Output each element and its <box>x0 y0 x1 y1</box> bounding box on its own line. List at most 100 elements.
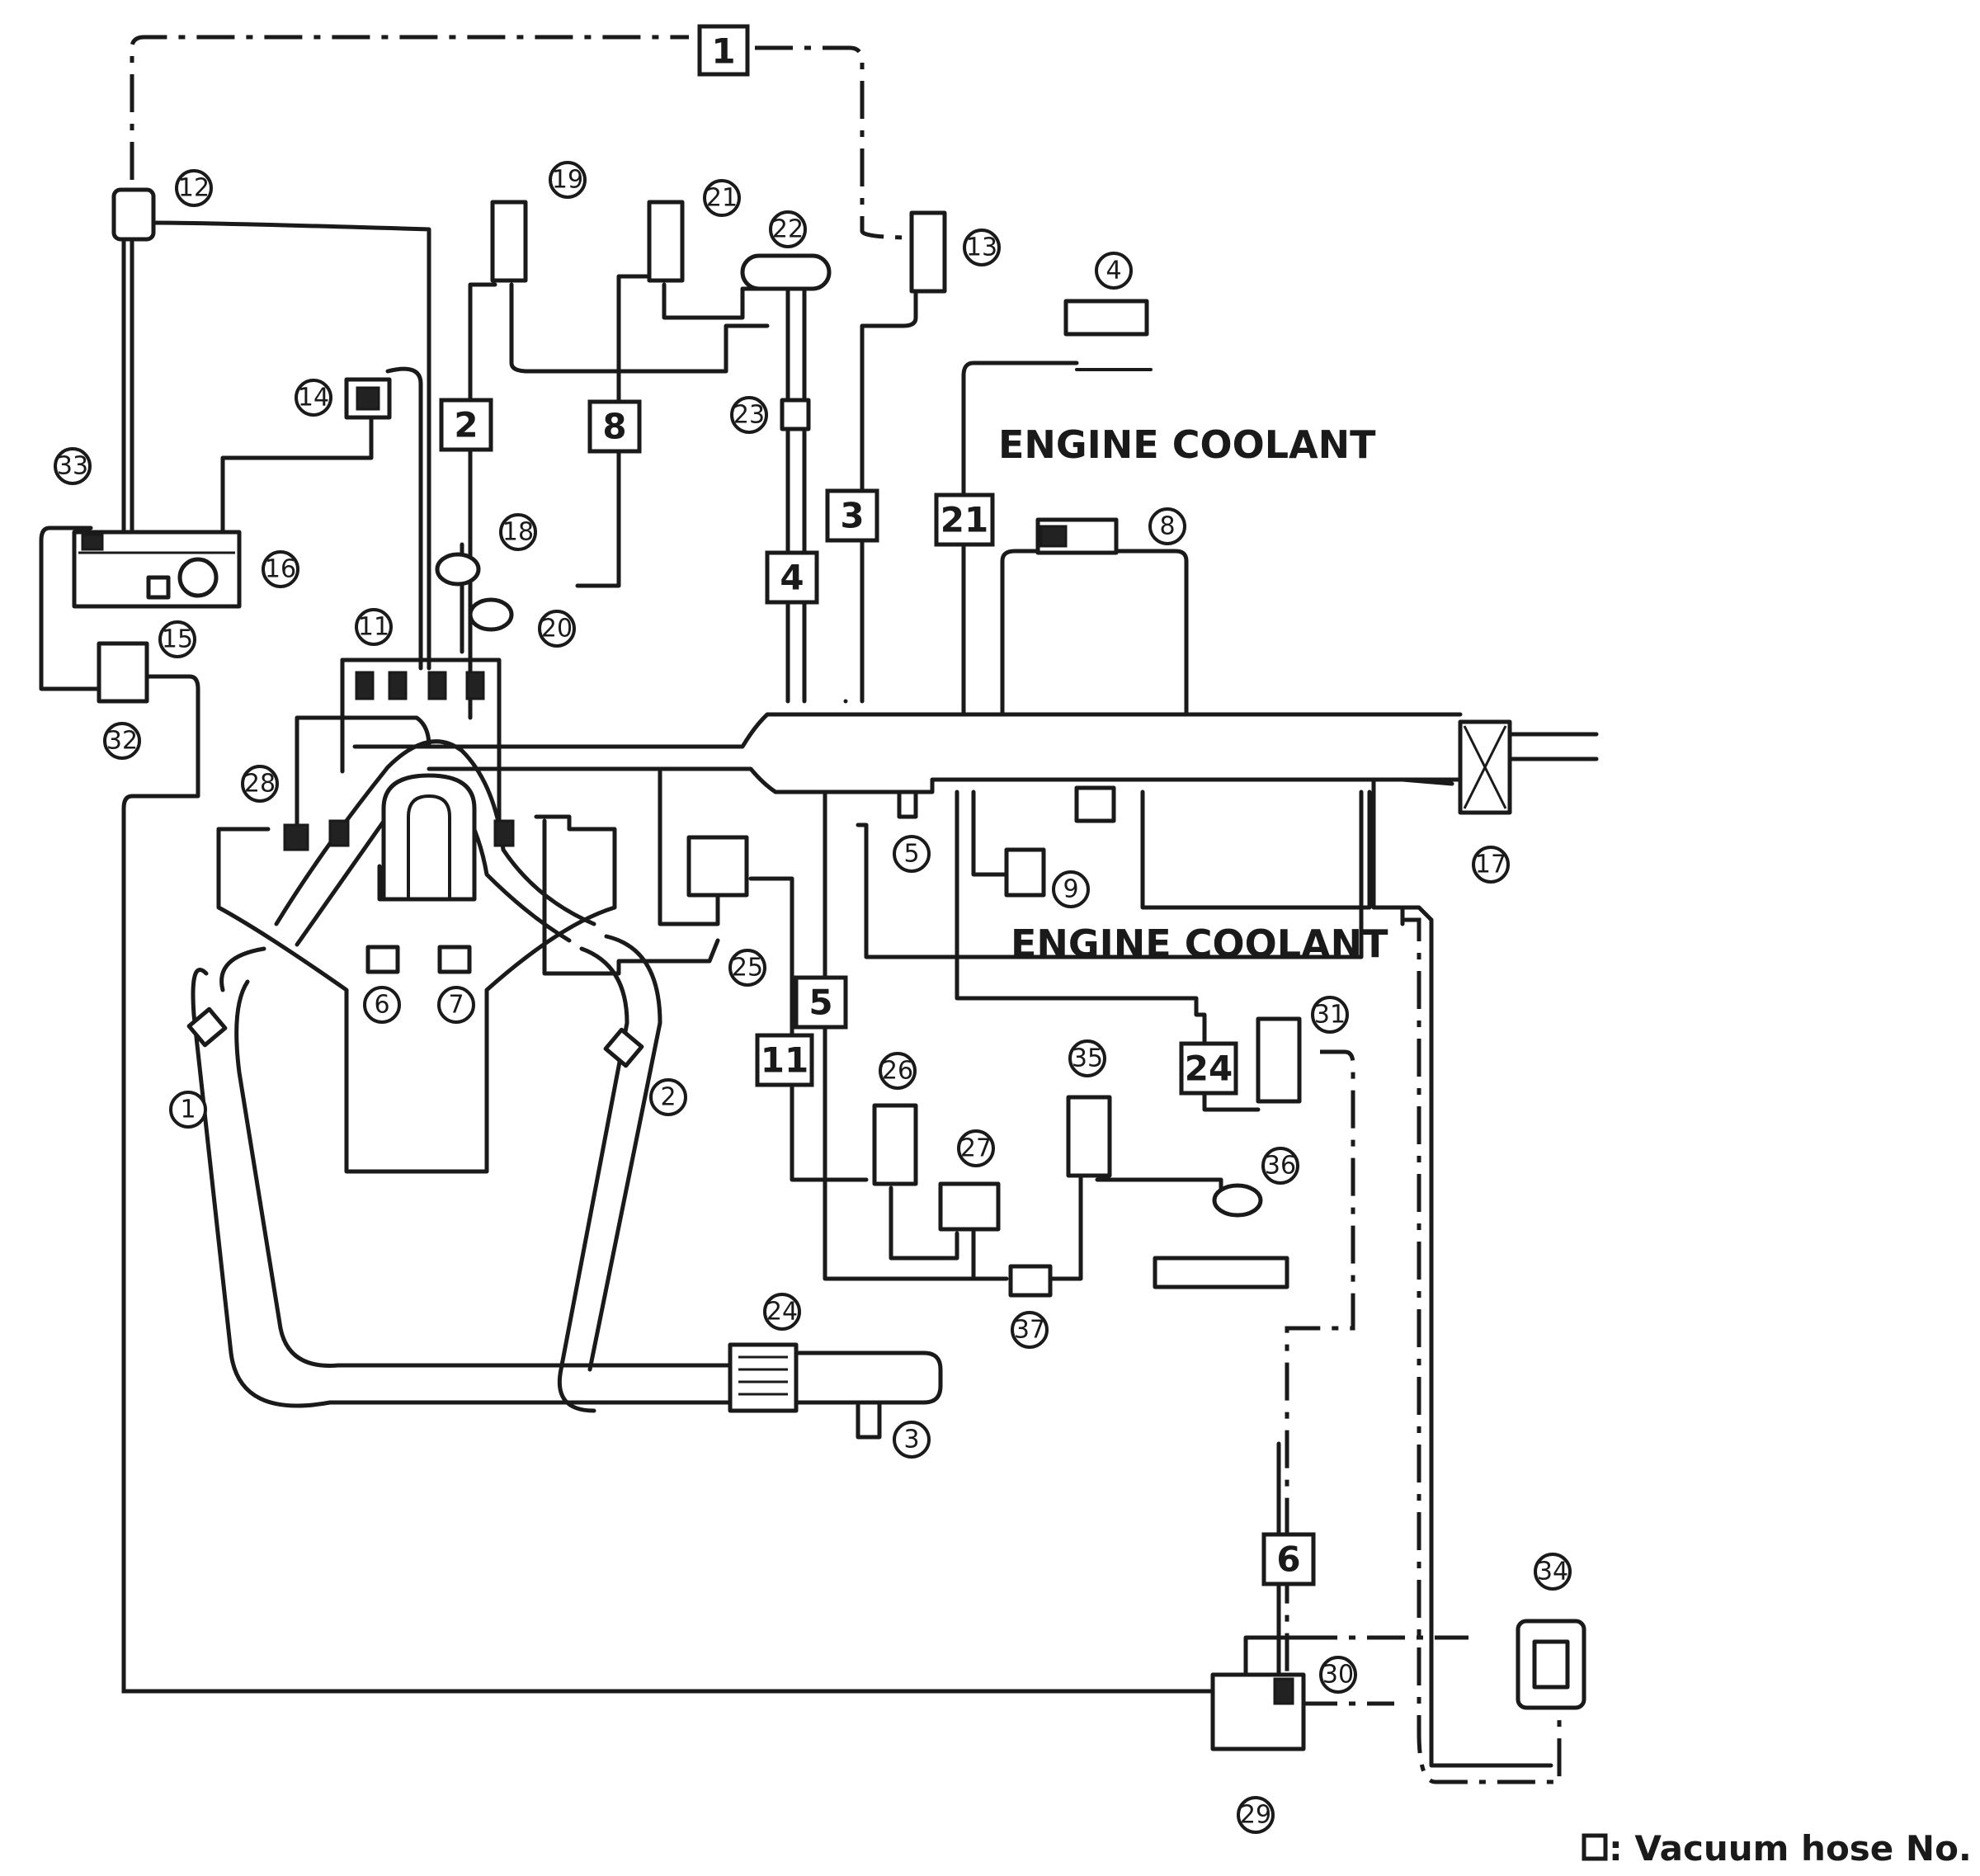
component-labels: 1 2 3 4 5 6 7 8 9 11 12 13 14 15 16 17 1… <box>54 161 1572 1834</box>
hose-24: 24 <box>1179 1041 1238 1096</box>
component-number: 22 <box>772 215 804 244</box>
exhaust-system <box>186 934 943 1440</box>
component-number: 36 <box>1265 1152 1296 1181</box>
component-number: 7 <box>448 991 464 1020</box>
component-23: 23 <box>730 396 768 434</box>
component-number: 23 <box>733 401 765 430</box>
component-number: 37 <box>1014 1316 1045 1345</box>
component-number: 30 <box>1322 1661 1354 1690</box>
component-5: 5 <box>893 835 931 873</box>
engine-coolant-label-bottom: ENGINE COOLANT <box>1011 922 1388 966</box>
component-33: 33 <box>54 447 92 485</box>
component-number: 34 <box>1537 1558 1568 1586</box>
legend: : Vacuum hose No. <box>1582 1828 1972 1869</box>
component-18: 18 <box>499 513 537 551</box>
component-29: 29 <box>1237 1796 1275 1834</box>
hose-number: 24 <box>1185 1049 1233 1089</box>
component-number: 13 <box>966 233 997 262</box>
component-16: 16 <box>262 550 299 588</box>
component-number: 17 <box>1475 851 1506 879</box>
component-number: 29 <box>1240 1801 1271 1830</box>
component-2: 2 <box>649 1078 687 1116</box>
hose-6: 6 <box>1261 1532 1316 1586</box>
component-number: 28 <box>244 770 276 799</box>
component-number: 5 <box>903 840 919 869</box>
engine-block <box>216 739 617 1174</box>
component-number: 16 <box>265 555 296 584</box>
component-number: 15 <box>162 625 193 654</box>
hose-8: 8 <box>587 399 642 454</box>
engine-coolant-label-top: ENGINE COOLANT <box>998 422 1376 467</box>
hose-11: 11 <box>755 1033 814 1087</box>
component-number: 12 <box>178 174 210 203</box>
component-number: 24 <box>766 1298 798 1327</box>
hose-number: 21 <box>940 500 988 540</box>
hose-number: 3 <box>840 496 864 536</box>
component-number: 20 <box>541 615 573 643</box>
component-number: 4 <box>1106 257 1121 285</box>
component-number: 8 <box>1159 512 1175 541</box>
component-7: 7 <box>437 986 475 1024</box>
component-number: 6 <box>374 991 389 1020</box>
hose-1: 1 <box>697 24 750 77</box>
hose-3: 3 <box>825 488 879 543</box>
component-21: 21 <box>703 179 741 217</box>
component-25: 25 <box>728 949 766 987</box>
component-number: 9 <box>1063 875 1078 904</box>
legend-text: : Vacuum hose No. <box>1609 1828 1972 1869</box>
component-number: 25 <box>732 954 763 983</box>
component-number: 33 <box>57 452 88 481</box>
component-number: 21 <box>706 184 738 213</box>
component-number: 26 <box>882 1057 913 1086</box>
hose-number: 4 <box>780 558 804 598</box>
component-24: 24 <box>763 1293 801 1331</box>
component-number: 27 <box>960 1134 992 1163</box>
component-number: 18 <box>502 518 534 547</box>
component-28: 28 <box>241 765 279 803</box>
component-32: 32 <box>103 722 141 760</box>
component-1: 1 <box>169 1091 207 1129</box>
component-number: 3 <box>903 1426 919 1454</box>
hose-number: 11 <box>761 1040 808 1081</box>
legend-box-icon <box>1582 1833 1608 1861</box>
component-34: 34 <box>1534 1553 1572 1591</box>
component-number: 2 <box>660 1083 676 1112</box>
component-22: 22 <box>769 210 807 248</box>
component-shapes <box>72 187 1586 1751</box>
hose-number: 2 <box>454 405 478 445</box>
hose-21: 21 <box>934 493 995 547</box>
hose-number: 8 <box>602 407 626 447</box>
component-number: 35 <box>1072 1044 1103 1073</box>
hose-number: 1 <box>711 31 735 72</box>
component-36: 36 <box>1261 1147 1299 1185</box>
component-3: 3 <box>893 1421 931 1459</box>
component-6: 6 <box>363 986 401 1024</box>
hose-number: 6 <box>1276 1539 1300 1580</box>
component-9: 9 <box>1052 870 1090 908</box>
component-4: 4 <box>1095 252 1133 290</box>
component-14: 14 <box>295 379 332 417</box>
hose-2: 2 <box>439 398 493 452</box>
component-13: 13 <box>963 229 1001 266</box>
component-19: 19 <box>549 161 587 199</box>
component-number: 11 <box>358 613 389 642</box>
component-number: 31 <box>1314 1001 1346 1030</box>
component-8: 8 <box>1148 507 1186 545</box>
component-35: 35 <box>1068 1039 1106 1077</box>
component-12: 12 <box>175 169 213 207</box>
hose-number: 5 <box>808 983 832 1023</box>
component-37: 37 <box>1011 1311 1049 1349</box>
component-26: 26 <box>879 1052 917 1090</box>
component-11: 11 <box>355 608 393 646</box>
component-20: 20 <box>538 610 576 648</box>
component-31: 31 <box>1311 996 1349 1034</box>
component-15: 15 <box>158 620 196 658</box>
component-17: 17 <box>1472 846 1510 884</box>
hose-4: 4 <box>765 550 819 605</box>
component-number: 19 <box>552 166 583 195</box>
component-30: 30 <box>1319 1656 1357 1694</box>
hose-labels: 1 2 8 3 21 4 5 11 24 6 <box>439 24 1316 1586</box>
hose-5: 5 <box>794 975 848 1030</box>
component-number: 14 <box>298 384 329 412</box>
